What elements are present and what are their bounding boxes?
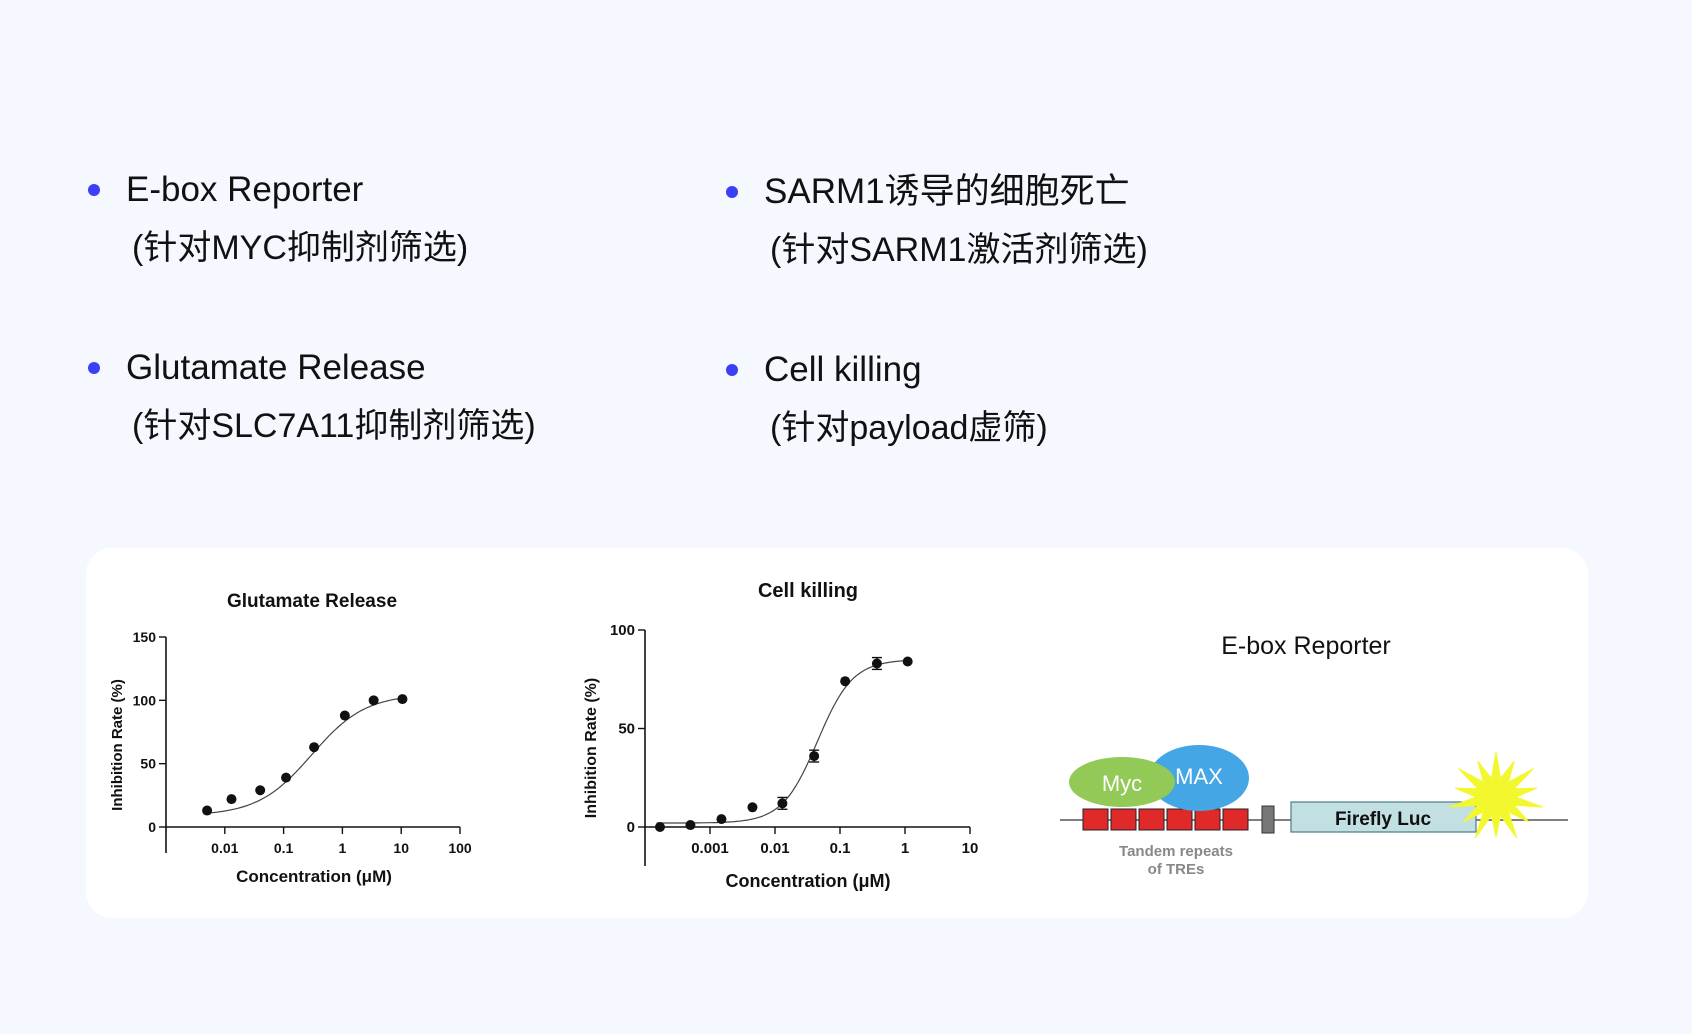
chart2-data-point: [777, 798, 788, 809]
chart2-xlabel: Concentration (μM): [726, 871, 891, 891]
chart1-data-point: [368, 695, 379, 706]
chart1-x-tick-label: 10: [393, 840, 409, 856]
diagram-title: E-box Reporter: [1221, 632, 1391, 660]
chart2-data-point: [871, 658, 882, 669]
bullet-dot: [88, 184, 100, 196]
chart2-x-tick-label: 0.1: [830, 840, 851, 857]
chart1-x-tick-label: 0.1: [274, 840, 294, 856]
tre-repeats: [1082, 808, 1249, 831]
bullet-title: Glutamate Release: [126, 348, 426, 387]
chart1-data-point: [309, 742, 320, 753]
bullet-title: SARM1诱导的细胞死亡: [764, 172, 1130, 211]
chart1-data-point: [202, 805, 213, 816]
chart1-fit-curve: [204, 697, 404, 814]
chart1-title: Glutamate Release: [227, 591, 397, 612]
chart1-xlabel: Concentration (μM): [236, 867, 392, 886]
tre-box: [1082, 808, 1109, 831]
chart2-ylabel: Inhibition Rate (%): [583, 678, 600, 818]
chart1-data-point: [339, 710, 350, 721]
chart2-data-point: [809, 751, 820, 762]
chart1-data-point: [281, 772, 292, 783]
tre-label-line2: of TREs: [1148, 861, 1205, 878]
luciferase-box: [1290, 801, 1477, 833]
bullet-title: Cell killing: [764, 350, 922, 389]
chart2-data-point: [716, 814, 727, 825]
max-label: MAX: [1175, 764, 1223, 789]
chart2-y-tick-label: 50: [618, 721, 635, 738]
chart2-data-point: [840, 676, 851, 687]
tre-box: [1194, 808, 1221, 831]
luminescence-star-icon: [1449, 751, 1543, 839]
tre-box: [1166, 808, 1193, 831]
luciferase-label: Firefly Luc: [1335, 809, 1432, 830]
promoter-box: [1261, 805, 1275, 834]
max-protein: [1149, 745, 1249, 811]
chart2-title: Cell killing: [758, 580, 858, 602]
chart2-data-point: [685, 820, 696, 831]
chart2-y-tick-label: 100: [610, 622, 635, 639]
chart2-data-point: [747, 802, 758, 813]
chart2-y-tick-label: 0: [627, 819, 635, 836]
tre-box: [1110, 808, 1137, 831]
chart2-x-tick-label: 0.01: [760, 840, 789, 857]
chart1-data-point: [226, 794, 237, 805]
chart1-y-tick-label: 100: [133, 692, 157, 708]
chart1-data-point: [397, 694, 408, 705]
bullet-dot: [88, 362, 100, 374]
chart2-x-tick-label: 0.001: [691, 840, 729, 857]
tre-label-line1: Tandem repeats: [1119, 843, 1233, 860]
chart1-data-point: [255, 785, 266, 796]
chart2-data-point: [654, 822, 665, 832]
chart1-y-tick-label: 0: [148, 819, 156, 835]
bullet-title: E-box Reporter: [126, 170, 364, 209]
chart1-y-tick-label: 150: [133, 629, 157, 645]
bullet-dot: [726, 186, 738, 198]
bullet-subtitle: (针对SARM1激活剂筛选): [770, 231, 1148, 269]
chart1-x-tick-label: 100: [448, 840, 472, 856]
myc-protein: [1069, 757, 1175, 807]
chart2-x-tick-label: 10: [962, 840, 979, 857]
chart1-ylabel: Inhibition Rate (%): [109, 679, 126, 811]
tre-box: [1138, 808, 1165, 831]
bullet-subtitle: (针对SLC7A11抑制剂筛选): [132, 407, 536, 445]
chart1-x-tick-label: 1: [339, 840, 347, 856]
tre-box: [1222, 808, 1249, 831]
bullet-subtitle: (针对payload虚筛): [770, 409, 1048, 447]
chart1-x-tick-label: 0.01: [211, 840, 238, 856]
figure-card: [86, 548, 1588, 918]
myc-label: Myc: [1102, 771, 1142, 796]
chart2-x-tick-label: 1: [901, 840, 909, 857]
chart2-data-point: [902, 656, 913, 667]
chart1-y-tick-label: 50: [140, 756, 156, 772]
bullet-subtitle: (针对MYC抑制剂筛选): [132, 229, 469, 267]
bullet-dot: [726, 364, 738, 376]
